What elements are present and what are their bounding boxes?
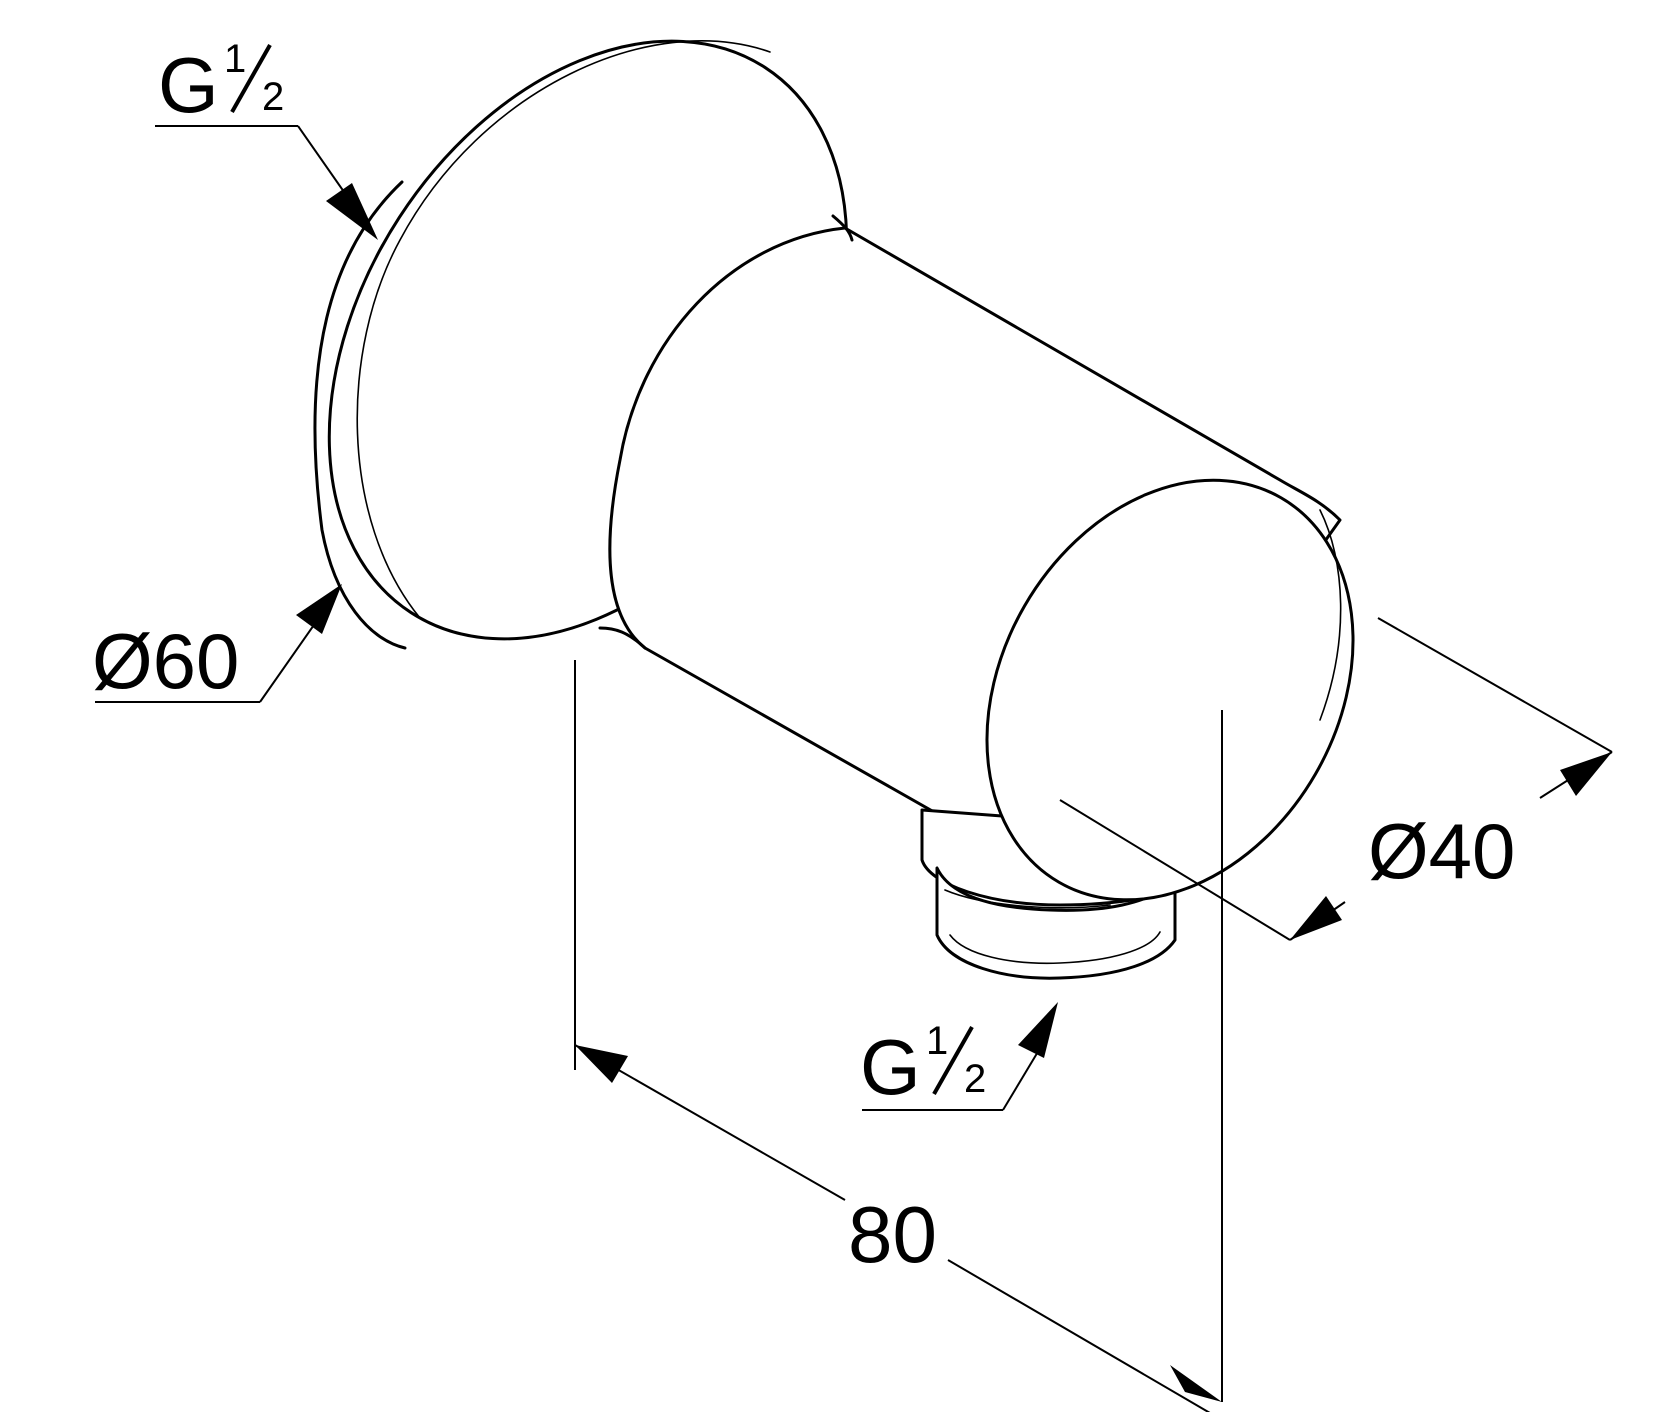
thread-top-main: G bbox=[158, 41, 219, 129]
thread-bottom-fraction-bar bbox=[932, 1026, 974, 1095]
label-diameter-rosette: Ø60 bbox=[92, 617, 239, 705]
thread-bottom-arrowhead bbox=[1018, 1002, 1058, 1058]
connector-nut-inner-line bbox=[949, 931, 1161, 965]
label-thread-bottom: G 1 2 bbox=[860, 1019, 986, 1111]
rosette-inner-ring bbox=[356, 40, 771, 619]
thread-bottom-num: 1 bbox=[926, 1019, 948, 1063]
diameter-40-ext-bottom bbox=[1059, 799, 1291, 941]
length-80-arrowhead-right bbox=[1170, 1365, 1222, 1402]
thread-top-fraction-bar bbox=[230, 44, 272, 113]
thread-top-den: 2 bbox=[262, 75, 284, 119]
dim-thread-top bbox=[155, 125, 378, 240]
dim-thread-bottom bbox=[862, 1002, 1058, 1111]
body-step-bottom bbox=[598, 626, 647, 650]
thread-top-arrowhead bbox=[326, 183, 378, 240]
connector-collar-inner-line bbox=[944, 889, 1111, 909]
thread-bottom-main: G bbox=[860, 1023, 921, 1111]
label-diameter-outlet: Ø40 bbox=[1368, 807, 1515, 895]
outlet-face bbox=[985, 478, 1355, 902]
outlet-rim-highlight bbox=[1319, 509, 1342, 721]
label-projection-length: 80 bbox=[848, 1190, 937, 1279]
connector-lower-nut bbox=[935, 866, 1177, 980]
thread-top-num: 1 bbox=[224, 37, 246, 81]
body-step-top bbox=[831, 214, 854, 242]
rosette-back-edge bbox=[313, 180, 407, 650]
dim-projection-length bbox=[574, 660, 1223, 1412]
diameter-40-arrowhead-upper bbox=[1560, 752, 1612, 796]
dim-diameter-outlet bbox=[1059, 617, 1613, 941]
length-80-line-right bbox=[947, 1259, 1211, 1412]
dim-diameter-rosette bbox=[95, 584, 342, 703]
length-80-arrowhead-left bbox=[575, 1045, 628, 1083]
thread-bottom-den: 2 bbox=[964, 1057, 986, 1101]
diameter-60-arrowhead bbox=[296, 584, 342, 634]
thread-bottom-leader bbox=[1002, 1044, 1043, 1111]
diameter-40-ext-top bbox=[1377, 617, 1613, 753]
diameter-40-arrowhead-lower bbox=[1290, 896, 1342, 940]
length-80-line-left bbox=[574, 1044, 846, 1201]
outlet-front-face bbox=[985, 478, 1355, 902]
label-thread-top: G 1 2 bbox=[158, 37, 284, 129]
